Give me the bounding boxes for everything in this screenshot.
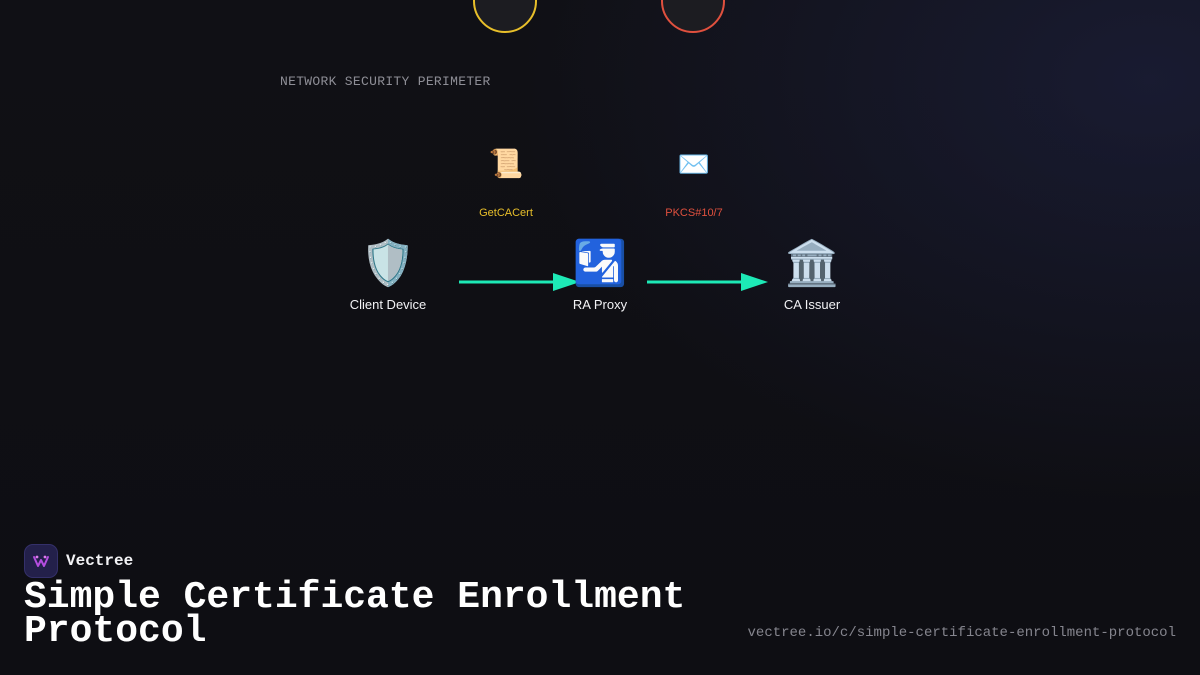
- passport-control-icon: 🛂: [572, 239, 628, 288]
- perimeter-label: NETWORK SECURITY PERIMETER: [280, 74, 491, 89]
- shield-icon: 🛡️: [360, 239, 416, 288]
- yellow-ring-node: [473, 0, 537, 33]
- classical-building-icon: 🏛️: [784, 239, 840, 288]
- envelope-icon: ✉️: [677, 149, 711, 179]
- node-label-ra-proxy: RA Proxy: [572, 297, 628, 312]
- brand-name: Vectree: [66, 552, 134, 570]
- node-ra-proxy: 🛂 RA Proxy: [530, 237, 670, 312]
- node-label-ca-issuer: CA Issuer: [783, 297, 841, 312]
- message-label-getcacert: GetCACert: [479, 207, 533, 219]
- brand: Vectree: [24, 544, 133, 578]
- message-label-pkcs: PKCS#10/7: [665, 207, 723, 219]
- red-ring-node: [661, 0, 725, 33]
- page-title: Simple Certificate Enrollment Protocol: [24, 576, 686, 653]
- page-url[interactable]: vectree.io/c/simple-certificate-enrollme…: [747, 625, 1176, 641]
- node-label-client-device: Client Device: [349, 297, 427, 312]
- node-ca-issuer: 🏛️ CA Issuer: [742, 237, 882, 312]
- node-client-device: 🛡️ Client Device: [318, 237, 458, 312]
- vectree-logo-icon: [24, 544, 58, 578]
- scroll-icon: 📜: [488, 148, 524, 179]
